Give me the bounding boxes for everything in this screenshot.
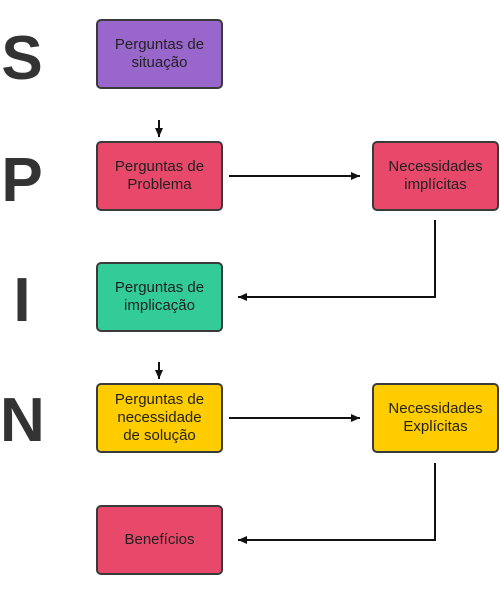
letter-n: N [0,386,45,455]
box-beneficios: Benefícios [96,505,223,575]
letter-p: P [1,146,43,215]
box-perguntas-situacao-label: Perguntas de situação [114,36,205,71]
box-perguntas-necessidade: Perguntas de necessidade de solução [96,383,223,453]
box-perguntas-implicacao-label: Perguntas de implicação [114,279,205,314]
box-necessidades-explicitas-label: Necessidades Explícitas [388,400,483,435]
letter-i: I [13,266,31,335]
arrow-explicitas-to-beneficios [238,463,436,544]
box-perguntas-necessidade-label: Perguntas de necessidade de solução [114,391,205,444]
box-perguntas-problema-label: Perguntas de Problema [114,158,205,193]
box-necessidades-explicitas: Necessidades Explícitas [372,383,499,453]
box-perguntas-implicacao: Perguntas de implicação [96,262,223,332]
box-perguntas-situacao: Perguntas de situação [96,19,223,89]
letter-s: S [1,24,43,93]
box-beneficios-label: Benefícios [124,531,195,548]
box-perguntas-problema: Perguntas de Problema [96,141,223,211]
box-necessidades-implicitas: Necessidades implícitas [372,141,499,211]
arrow-implicitas-to-implicacao [238,220,436,301]
box-necessidades-implicitas-label: Necessidades implícitas [388,158,483,193]
